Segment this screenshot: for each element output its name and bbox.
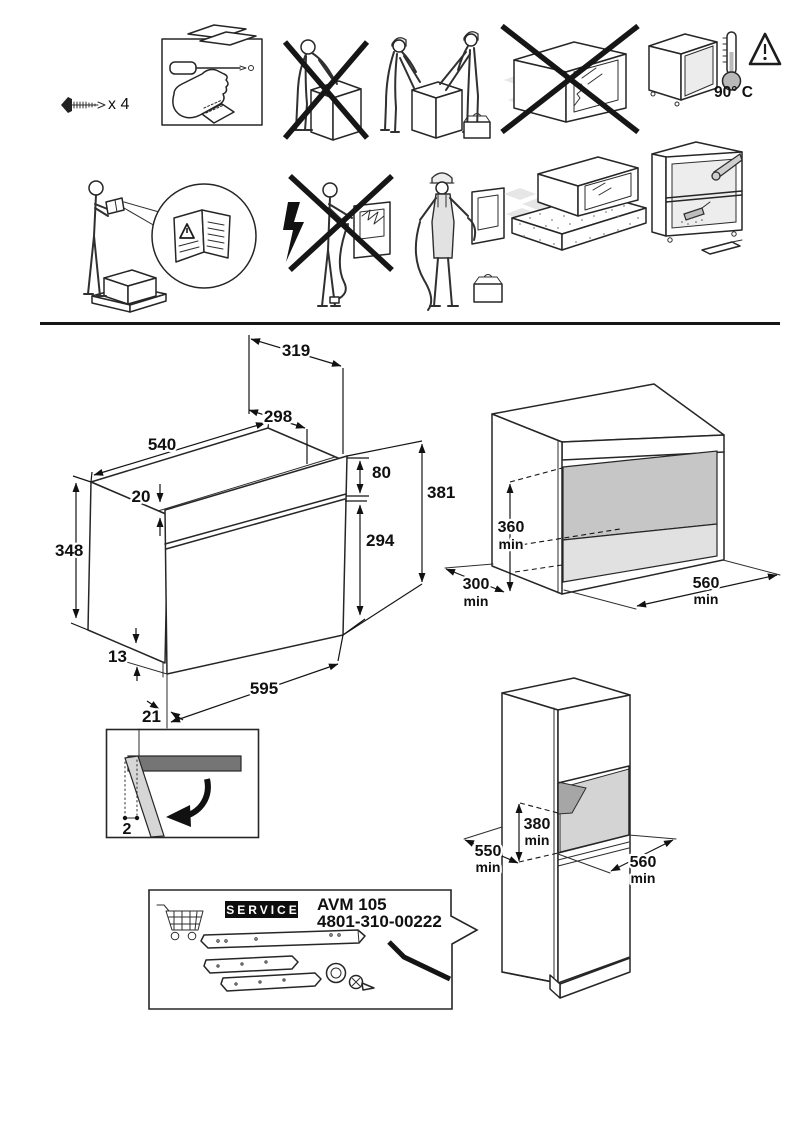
- dim-300-unit: min: [464, 593, 489, 609]
- hot-cabinet-warning-icon: [648, 31, 782, 107]
- screw-icon: [61, 97, 106, 113]
- read-manual-icon: [83, 180, 257, 313]
- dim-560b-unit: min: [631, 870, 656, 886]
- dim-300-label: 300: [463, 576, 490, 593]
- no-single-person-lift-icon: [282, 39, 370, 141]
- screw-part-icon: [348, 974, 375, 991]
- service-badge: [225, 901, 298, 918]
- cross-icon: [500, 23, 640, 135]
- rail-part-icons: [200, 929, 366, 992]
- service-badge-label: SERVICE: [226, 903, 299, 917]
- two-person-lift-icon: [380, 31, 491, 139]
- dim-381-label: 381: [427, 483, 455, 502]
- dim-80-label: 80: [372, 463, 391, 482]
- cable-icon: [414, 217, 477, 311]
- temperature-label: 90° C: [714, 84, 753, 101]
- oven-dimensions-drawing: 348 540 319 298 20 80 294 381 13: [53, 335, 458, 729]
- clean-cabinet-icon: [651, 141, 743, 255]
- service-parts-callout: SERVICE AVM 105 4801-310-00222: [148, 889, 479, 1010]
- dim-360-unit: min: [499, 536, 524, 552]
- dim-380-label: 380: [524, 816, 551, 833]
- dim-560b-label: 560: [630, 854, 657, 871]
- toolbox-icon: [463, 121, 491, 139]
- cross-icon: [288, 173, 394, 273]
- dim-360-label: 360: [498, 519, 525, 536]
- dim-21-label: 21: [142, 707, 161, 726]
- dustpan-icon: [701, 241, 741, 255]
- screw-quantity-label: x 4: [108, 96, 130, 113]
- cable-icon: [335, 223, 349, 301]
- warning-triangle-icon: [179, 223, 195, 239]
- qualified-technician-icon: [414, 172, 505, 311]
- open-door-panel: [124, 755, 165, 838]
- dim-298-label: 298: [264, 407, 292, 426]
- allen-key-icon: [387, 940, 452, 982]
- dim-294-label: 294: [366, 531, 395, 550]
- tools-gloves-icon: [161, 24, 263, 126]
- toolbox-icon: [473, 283, 503, 303]
- thermometer-icon: [721, 31, 742, 91]
- dim-550-unit: min: [476, 859, 501, 875]
- no-diy-electrical-icon: [283, 173, 394, 307]
- brush-icon: [683, 207, 705, 221]
- oven-on-base-icon: [504, 156, 647, 251]
- dim-550-label: 550: [475, 843, 502, 860]
- dim-13-label: 13: [108, 647, 127, 666]
- service-model: AVM 105: [317, 895, 387, 914]
- countertop-niche-drawing: 360 min 300 min 560 min: [444, 383, 781, 611]
- dim-560-unit: min: [694, 591, 719, 607]
- washer-icon: [325, 962, 347, 984]
- cross-icon: [282, 40, 370, 140]
- lightning-icon: [283, 202, 304, 262]
- service-part-code: 4801-310-00222: [317, 912, 442, 931]
- hard-hat-icon: [431, 172, 453, 184]
- screwdriver-icon: [169, 61, 197, 75]
- glove-icon: [172, 68, 229, 119]
- oven-bottom-edge: [127, 755, 242, 772]
- section-divider: [40, 322, 780, 325]
- dim-380-unit: min: [525, 832, 550, 848]
- column-niche-drawing: 380 min 550 min 560 min: [463, 677, 677, 999]
- no-damaged-appliance-icon: [500, 23, 640, 135]
- dim-20-label: 20: [132, 487, 151, 506]
- small-booklet-icon: [105, 197, 125, 215]
- warning-triangle-icon: [748, 32, 782, 66]
- dim-319-label: 319: [282, 341, 310, 360]
- dim-2-label: 2: [123, 821, 132, 838]
- cart-icon: [156, 904, 204, 941]
- dim-540-label: 540: [148, 435, 176, 454]
- dim-560-label: 560: [693, 575, 720, 592]
- door-clearance-detail: 2: [105, 728, 260, 840]
- dim-595-label: 595: [250, 679, 278, 698]
- dim-348-label: 348: [55, 541, 83, 560]
- open-book-icon: [173, 209, 231, 263]
